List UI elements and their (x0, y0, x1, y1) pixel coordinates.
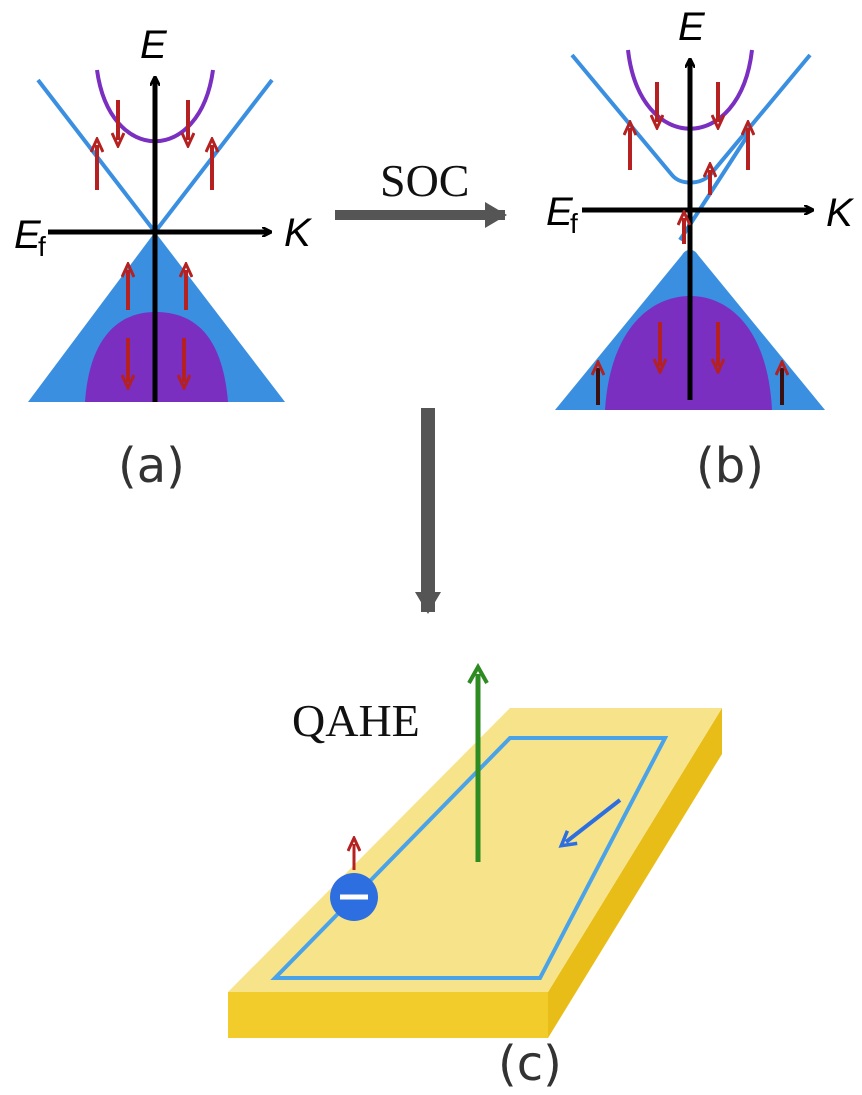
panel-c-label: (c) (498, 1036, 562, 1092)
slab-top-face (228, 708, 722, 992)
panel-b: E K E f (b) (546, 5, 855, 494)
soc-label: SOC (380, 155, 469, 206)
energy-axis-label: E (140, 23, 168, 67)
momentum-axis-label: K (826, 191, 855, 235)
fermi-level-label: E (546, 190, 574, 234)
fermi-level-subscript: f (38, 231, 46, 262)
panel-a-label: (a) (118, 438, 185, 494)
soc-transition: SOC (335, 155, 507, 228)
panel-b-label: (b) (696, 438, 764, 494)
electron (330, 844, 378, 921)
panel-c: QAHE (c) (228, 674, 722, 1092)
chiral-edge-channel (270, 736, 669, 980)
momentum-axis-label: K (284, 211, 313, 255)
slab-right-face (548, 708, 722, 1038)
fermi-level-subscript: f (570, 208, 578, 239)
qahe-title: QAHE (292, 695, 420, 746)
edge-current-arrow (558, 798, 622, 848)
fermi-level-label: E (14, 213, 42, 257)
panel-a: E K E f (a) (14, 23, 313, 494)
energy-axis-label: E (678, 5, 706, 49)
slab-front-face (228, 992, 548, 1038)
